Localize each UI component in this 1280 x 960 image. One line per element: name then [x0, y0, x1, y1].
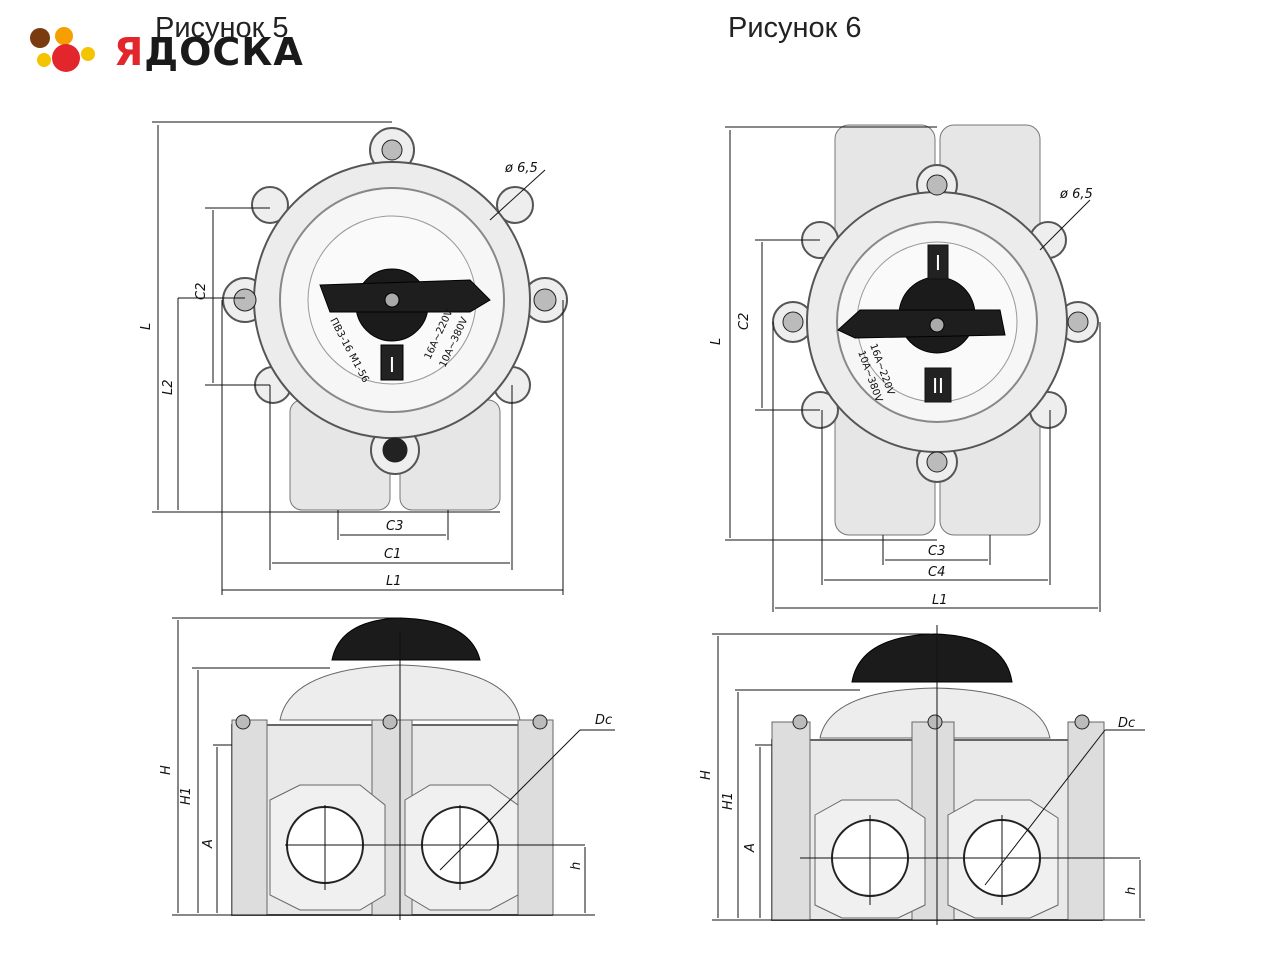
svg-text:L2: L2	[161, 379, 176, 395]
svg-text:C2: C2	[737, 313, 752, 330]
hole-diameter-label: ø 6,5	[504, 161, 538, 176]
figure-5-title: Рисунок 5	[155, 12, 289, 44]
svg-text:A: A	[743, 843, 758, 853]
svg-text:C4: C4	[928, 565, 945, 580]
svg-text:L1: L1	[932, 593, 948, 608]
figure-6-top-view: I II 16A~220V 10A~380V L C2 ø 6,5 C3 C4 …	[709, 124, 1101, 612]
svg-text:h: h	[1124, 887, 1139, 895]
svg-text:C3: C3	[928, 544, 945, 559]
figure-6-title: Рисунок 6	[728, 12, 862, 44]
svg-text:L: L	[709, 338, 724, 345]
logo-dots-icon	[30, 27, 95, 72]
position-1-label: I	[389, 353, 395, 377]
svg-text:L1: L1	[386, 574, 402, 589]
site-logo: ЯДОСКА	[28, 24, 303, 80]
svg-text:H1: H1	[179, 787, 194, 805]
svg-text:I: I	[935, 251, 941, 275]
figure-5-top-view: I 16A~220V 10A~380V ПВ3-16 М1-56 L L2 C2…	[139, 121, 568, 595]
svg-text:H: H	[159, 765, 174, 775]
figure-5-front-view: H H1 A h Dc	[159, 617, 615, 920]
diameter-label: Dc	[595, 713, 612, 728]
figure-6-front-view: H H1 A h Dc	[699, 625, 1145, 925]
svg-text:C3: C3	[386, 519, 403, 534]
svg-text:L: L	[139, 323, 154, 330]
svg-text:ø 6,5: ø 6,5	[1059, 187, 1093, 202]
logo-text: ЯДОСКА	[114, 30, 304, 74]
svg-text:H1: H1	[721, 792, 736, 810]
svg-text:Dc: Dc	[1118, 716, 1135, 731]
svg-text:C2: C2	[194, 283, 209, 300]
position-2-label: II	[932, 374, 944, 398]
svg-text:C1: C1	[384, 547, 401, 562]
svg-text:H: H	[699, 770, 714, 780]
screw-icon	[381, 139, 403, 161]
svg-text:h: h	[569, 862, 584, 870]
svg-text:A: A	[201, 839, 216, 849]
